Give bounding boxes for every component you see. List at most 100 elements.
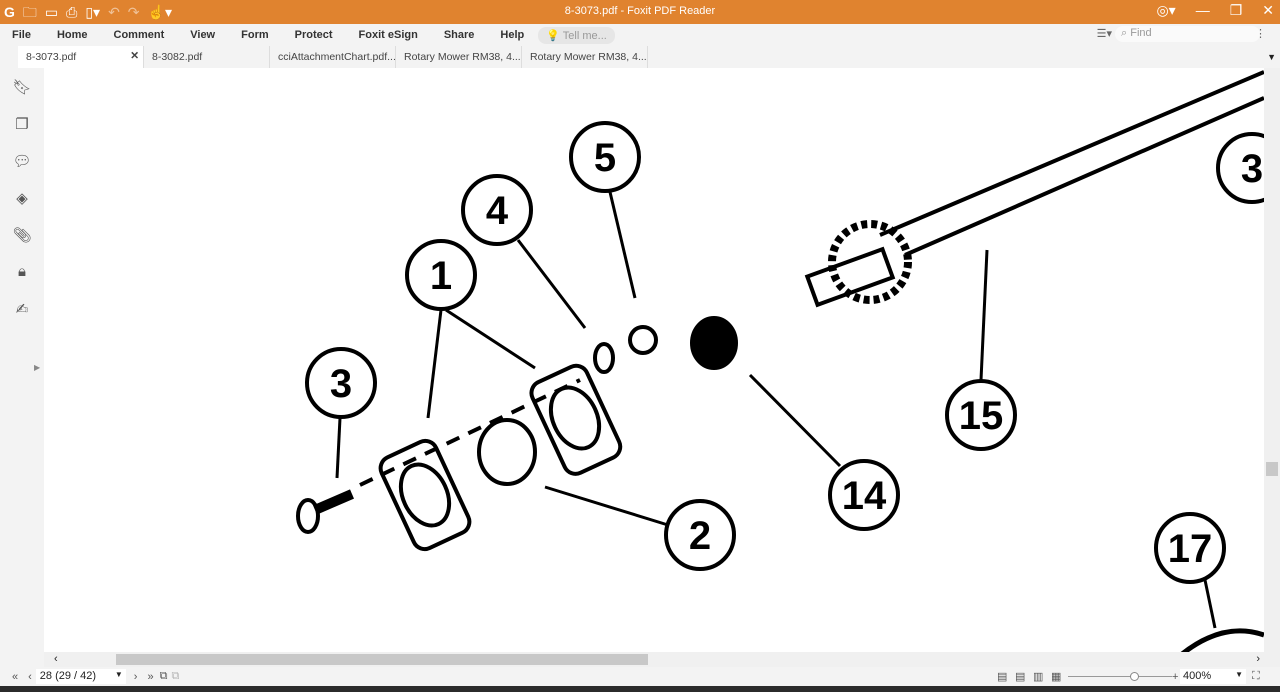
single-page-icon[interactable]: ▤ — [997, 671, 1008, 683]
fullscreen-icon[interactable]: ⛶ — [1252, 670, 1260, 682]
scroll-thumb[interactable] — [116, 654, 648, 665]
close-button[interactable]: ✕ — [1262, 2, 1274, 18]
tab-label: cciAttachmentChart.pdf... — [278, 51, 396, 63]
callout-number: 2 — [689, 514, 711, 558]
scroll-thumb[interactable] — [1266, 462, 1278, 476]
quick-access-toolbar: G 🗀 ▭ ⎙ ▯▾ ↶ ↷ ☝▾ — [4, 3, 172, 21]
callout-circle — [405, 239, 477, 311]
continuous-facing-icon[interactable]: ▦ — [1051, 671, 1062, 683]
callout-circle — [1154, 512, 1226, 584]
zoom-in-icon[interactable]: + — [1172, 670, 1179, 683]
create-pdf-icon[interactable]: ▯▾ — [85, 4, 101, 20]
window-title: 8-3073.pdf - Foxit PDF Reader — [564, 5, 716, 17]
callout-circle — [664, 499, 736, 571]
tell-me-input[interactable]: 💡 Tell me... — [538, 26, 615, 44]
title-bar: G 🗀 ▭ ⎙ ▯▾ ↶ ↷ ☝▾ 8-3073.pdf - Foxit PDF… — [0, 0, 1280, 24]
flange-left-part — [378, 438, 472, 552]
comments-icon[interactable]: 💬︎ — [12, 152, 32, 170]
bookmark-icon[interactable]: 🔖︎ — [12, 78, 32, 96]
facing-page-icon[interactable]: ▥ — [1033, 671, 1044, 683]
shaft-part — [804, 70, 1264, 308]
callout-number: 4 — [486, 189, 509, 233]
account-icon[interactable]: ◎▾ — [1156, 2, 1176, 18]
scroll-left-icon[interactable]: ‹ — [54, 653, 58, 665]
scroll-right-icon[interactable]: › — [1256, 653, 1260, 665]
restore-button[interactable]: ❐ — [1229, 2, 1243, 18]
signature-icon[interactable]: ✍︎ — [15, 300, 29, 318]
tab-list-icon[interactable]: ▼ — [1267, 52, 1276, 62]
callout-circle — [305, 347, 377, 419]
callout-number: 17 — [1168, 527, 1213, 571]
callout-number: 3 — [1241, 147, 1263, 191]
page-number: 28 (29 / 42) — [39, 670, 97, 682]
tab-rotary-mower-2[interactable]: Rotary Mower RM38, 4... — [522, 46, 648, 68]
first-page-icon[interactable]: « — [12, 670, 19, 683]
horizontal-scrollbar[interactable]: ‹ › — [44, 652, 1280, 667]
callout-circle — [945, 379, 1017, 451]
zoom-level-select[interactable]: 400%▼ — [1180, 669, 1246, 684]
next-page-icon[interactable]: › — [133, 670, 138, 683]
expand-sidebar-icon[interactable]: ▶ — [34, 363, 41, 372]
print-icon[interactable]: ⎙ — [66, 4, 78, 20]
open-icon[interactable]: 🗀 — [22, 4, 37, 20]
menu-share[interactable]: Share — [443, 29, 475, 41]
bolt-part — [296, 489, 354, 534]
menu-form[interactable]: Form — [241, 29, 269, 41]
zoom-slider[interactable] — [1068, 676, 1172, 677]
security-icon[interactable]: 🔒︎ — [18, 263, 26, 280]
more-options-icon[interactable]: ⋮ — [1255, 28, 1266, 40]
minimize-button[interactable]: — — [1195, 2, 1210, 18]
callout-circle — [828, 459, 900, 531]
callout-number: 14 — [842, 474, 887, 518]
callout-number: 3 — [330, 362, 352, 406]
page-selector[interactable]: 28 (29 / 42)▼ — [35, 669, 126, 684]
callout-circle — [1216, 132, 1264, 204]
menu-comment[interactable]: Comment — [113, 29, 165, 41]
zoom-slider-thumb[interactable] — [1130, 672, 1140, 681]
vertical-scrollbar[interactable] — [1264, 68, 1280, 652]
menu-file[interactable]: File — [12, 29, 31, 41]
hand-tool-icon[interactable]: ☝▾ — [147, 4, 172, 20]
callout-circle — [461, 174, 533, 246]
pages-icon[interactable]: ❐ — [15, 115, 29, 133]
tab-8-3082[interactable]: 8-3082.pdf — [144, 46, 270, 68]
last-page-icon[interactable]: » — [147, 670, 154, 683]
replace-page-icon[interactable]: ⧉ — [171, 670, 180, 682]
tab-cci-attachment-chart[interactable]: cciAttachmentChart.pdf... — [270, 46, 396, 68]
redo-icon[interactable]: ↷ — [127, 4, 140, 20]
tab-rotary-mower-1[interactable]: Rotary Mower RM38, 4... — [396, 46, 522, 68]
layers-icon[interactable]: ◈ — [16, 189, 28, 207]
continuous-page-icon[interactable]: ▤ — [1015, 671, 1026, 683]
left-sidebar: 🔖︎ ❐ 💬︎ ◈ 📎︎ 🔒︎ ✍︎ ▶ — [0, 68, 44, 652]
taskbar-strip — [0, 686, 1280, 692]
reading-mode-icon[interactable]: ☰▾ — [1096, 28, 1112, 40]
menu-view[interactable]: View — [190, 29, 216, 41]
washer-part — [593, 342, 615, 374]
save-icon[interactable]: ▭ — [44, 4, 59, 20]
menu-protect[interactable]: Protect — [294, 29, 333, 41]
tab-label: Rotary Mower RM38, 4... — [404, 51, 521, 63]
lightbulb-icon: 💡 — [546, 29, 560, 42]
tell-me-placeholder: Tell me... — [562, 29, 607, 42]
find-input[interactable]: ⌕ Find — [1115, 26, 1260, 42]
callout-circle — [569, 121, 641, 193]
undo-icon[interactable]: ↶ — [108, 4, 120, 20]
tab-8-3073[interactable]: 8-3073.pdf ✕ — [18, 46, 144, 68]
close-tab-icon[interactable]: ✕ — [130, 50, 139, 62]
search-icon: ⌕ — [1121, 27, 1128, 39]
menu-home[interactable]: Home — [56, 29, 88, 41]
callout-number: 5 — [594, 136, 616, 180]
tab-label: 8-3073.pdf — [26, 51, 77, 63]
menu-foxit-esign[interactable]: Foxit eSign — [358, 29, 418, 41]
nut-part — [628, 325, 658, 355]
menu-help[interactable]: Help — [500, 29, 525, 41]
tab-label: Rotary Mower RM38, 4... — [530, 51, 647, 63]
extract-page-icon[interactable]: ⧉ — [159, 670, 168, 682]
collar-part — [477, 418, 537, 486]
status-bar: « ‹ 28 (29 / 42)▼ › » ⧉ ⧉ ▤ ▤ ▥ ▦ + ⛶ — [0, 667, 1280, 686]
prev-page-icon[interactable]: ‹ — [28, 670, 32, 683]
attachment-icon[interactable]: 📎︎ — [12, 226, 32, 244]
tab-label: 8-3082.pdf — [152, 51, 203, 63]
